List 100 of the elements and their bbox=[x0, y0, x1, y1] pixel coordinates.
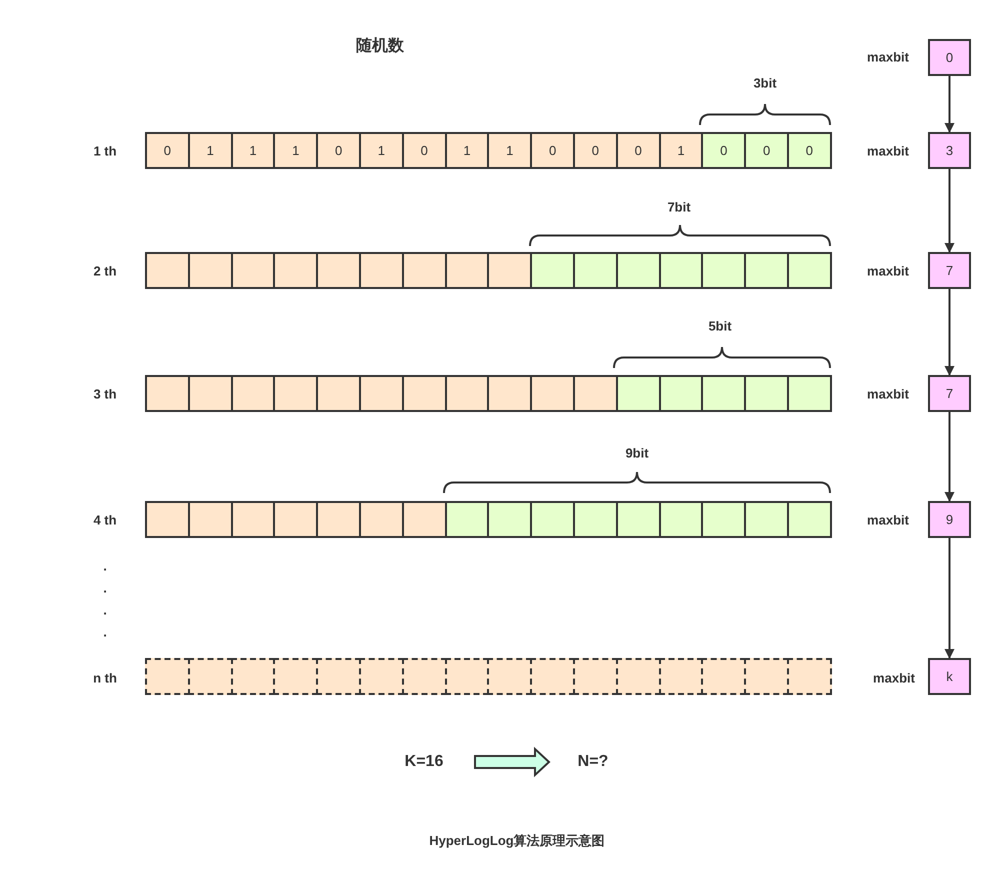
bit-cell: 1 bbox=[359, 132, 404, 169]
bit-cell bbox=[188, 658, 233, 695]
bit-cell: 0 bbox=[787, 132, 832, 169]
value-box: 3 bbox=[928, 132, 971, 169]
bit-cell bbox=[530, 501, 575, 538]
bit-cell bbox=[273, 252, 318, 289]
bit-cell bbox=[316, 252, 361, 289]
bit-cell bbox=[573, 375, 618, 412]
formula-text: K=16 bbox=[396, 750, 452, 774]
bit-cell: 0 bbox=[530, 132, 575, 169]
row-label: 2 th bbox=[93, 264, 117, 278]
bit-cell bbox=[273, 375, 318, 412]
bit-cell bbox=[658, 658, 704, 695]
bit-cell bbox=[658, 501, 704, 538]
bit-cell bbox=[444, 252, 490, 289]
bit-cell bbox=[658, 252, 704, 289]
bit-cell: 0 bbox=[316, 132, 361, 169]
bit-cell: 0 bbox=[573, 132, 618, 169]
bit-cell bbox=[744, 501, 789, 538]
bit-cell bbox=[744, 375, 789, 412]
bit-cell bbox=[188, 375, 233, 412]
dot: . bbox=[103, 558, 107, 574]
bit-cell bbox=[530, 658, 575, 695]
brace-label: 5bit bbox=[708, 318, 732, 334]
row-label: maxbit bbox=[867, 144, 909, 158]
row-label: 3 th bbox=[93, 386, 117, 402]
caption: HyperLogLog算法原理示意图 bbox=[429, 832, 605, 850]
value-box: 7 bbox=[928, 375, 971, 412]
arrow bbox=[944, 289, 954, 376]
bit-cell bbox=[145, 501, 190, 538]
row-label: maxbit bbox=[867, 512, 909, 528]
brace-label: 3bit bbox=[753, 76, 777, 90]
bit-cell bbox=[444, 501, 490, 538]
row-label: maxbit bbox=[867, 264, 909, 278]
bit-cell bbox=[316, 375, 361, 412]
bit-cell bbox=[616, 501, 661, 538]
bit-cell bbox=[616, 658, 661, 695]
bit-cell bbox=[359, 501, 404, 538]
formula-text: N=? bbox=[570, 750, 616, 774]
bit-cell: 0 bbox=[402, 132, 447, 169]
bit-cell bbox=[145, 658, 190, 695]
bit-cell: 1 bbox=[444, 132, 490, 169]
value-box: 9 bbox=[928, 501, 971, 538]
bit-cell bbox=[359, 375, 404, 412]
bit-cell bbox=[188, 501, 233, 538]
bit-cell bbox=[530, 375, 575, 412]
bit-cell bbox=[230, 375, 276, 412]
bit-cell bbox=[145, 252, 190, 289]
bit-cell bbox=[316, 658, 361, 695]
bit-cell: 0 bbox=[616, 132, 661, 169]
bit-cell bbox=[487, 252, 532, 289]
dot: . bbox=[103, 602, 107, 618]
bit-cell bbox=[787, 658, 832, 695]
arrow bbox=[944, 169, 954, 253]
value-box: 7 bbox=[928, 252, 971, 289]
bit-cell bbox=[487, 658, 532, 695]
bit-cell bbox=[701, 658, 746, 695]
bit-cell bbox=[230, 252, 276, 289]
bit-cell: 0 bbox=[701, 132, 746, 169]
dot: . bbox=[103, 624, 107, 640]
row-label: n th bbox=[93, 670, 117, 686]
bit-cell bbox=[444, 658, 490, 695]
bit-cell bbox=[744, 252, 789, 289]
bit-cell: 1 bbox=[188, 132, 233, 169]
row-label: 4 th bbox=[93, 512, 117, 528]
value-box: k bbox=[928, 658, 971, 695]
bit-cell bbox=[145, 375, 190, 412]
bit-cell bbox=[402, 252, 447, 289]
brace-label: 9bit bbox=[625, 446, 649, 460]
row-label: maxbit bbox=[867, 50, 909, 64]
bit-cell bbox=[701, 252, 746, 289]
bit-cell: 1 bbox=[658, 132, 704, 169]
bit-cell bbox=[273, 658, 318, 695]
arrow bbox=[944, 412, 954, 502]
bit-cell bbox=[359, 252, 404, 289]
bit-cell: 1 bbox=[273, 132, 318, 169]
row-label: 1 th bbox=[93, 144, 117, 158]
heading: 随机数 bbox=[356, 36, 404, 56]
bit-cell bbox=[487, 375, 532, 412]
bit-cell: 0 bbox=[145, 132, 190, 169]
bit-cell bbox=[616, 252, 661, 289]
bit-cell bbox=[701, 375, 746, 412]
bit-cell bbox=[188, 252, 233, 289]
bit-cell bbox=[787, 252, 832, 289]
bit-cell bbox=[787, 501, 832, 538]
bit-cell bbox=[658, 375, 704, 412]
bit-cell: 1 bbox=[230, 132, 276, 169]
bit-cell bbox=[402, 501, 447, 538]
bit-cell bbox=[573, 501, 618, 538]
bit-cell bbox=[230, 658, 276, 695]
bit-cell bbox=[273, 501, 318, 538]
bit-cell bbox=[744, 658, 789, 695]
arrow bbox=[944, 76, 954, 133]
bit-cell bbox=[787, 375, 832, 412]
bit-cell bbox=[230, 501, 276, 538]
arrow bbox=[944, 538, 954, 659]
bit-cell: 1 bbox=[487, 132, 532, 169]
bit-cell bbox=[402, 658, 447, 695]
bit-cell bbox=[444, 375, 490, 412]
dot: . bbox=[103, 580, 107, 596]
